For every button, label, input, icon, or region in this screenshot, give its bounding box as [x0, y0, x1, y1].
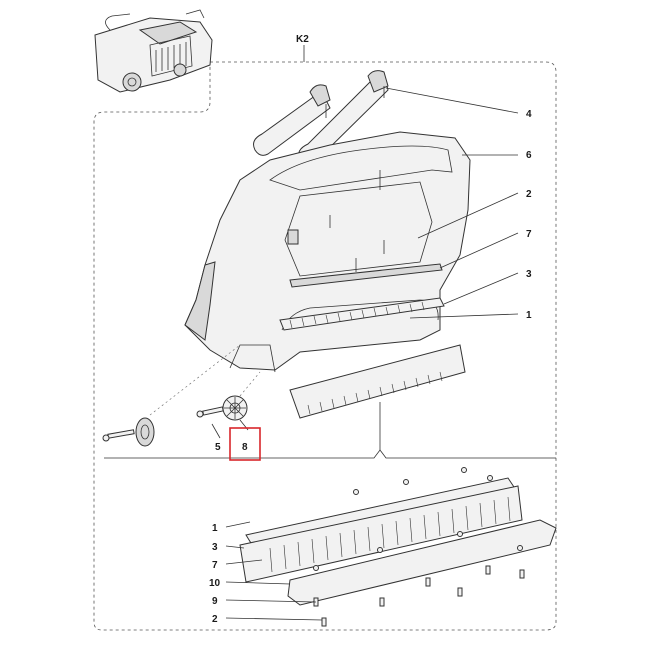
callout-7: 7 [526, 229, 532, 240]
roller-wheel [102, 417, 155, 447]
inner-strip-part-7 [289, 263, 443, 288]
machine-thumbnail [94, 9, 213, 93]
detail-strip-part-10 [287, 519, 557, 606]
callout-3: 3 [526, 269, 532, 280]
callout-6: 6 [526, 150, 532, 161]
callout-5: 5 [215, 442, 221, 453]
detail-blade-teeth [269, 496, 511, 573]
callout-2-lower: 2 [212, 614, 218, 625]
callout-1: 1 [526, 310, 532, 321]
inner-blade-teeth [289, 301, 425, 329]
detail-blade-3 [239, 485, 523, 583]
detail-fasteners [313, 467, 525, 627]
callout-7-lower: 7 [212, 560, 218, 571]
callout-3-lower: 3 [212, 542, 218, 553]
callout-1-lower: 1 [212, 523, 218, 534]
callout-9-lower: 9 [212, 596, 218, 607]
section-boundary [93, 61, 557, 631]
leader-lines [211, 87, 519, 621]
callout-8-highlight-box [229, 427, 261, 461]
callout-4: 4 [526, 109, 532, 120]
callout-8: 8 [242, 442, 248, 453]
handle-part-4 [253, 70, 389, 166]
section-label: K2 [296, 34, 309, 45]
wheel-part-8 [222, 395, 248, 421]
lower-blade-teeth [307, 371, 443, 415]
axle-pin-part-5 [196, 406, 224, 418]
lower-blade [289, 344, 466, 419]
callout-2: 2 [526, 189, 532, 200]
housing-part-6 [184, 131, 471, 373]
inner-blade-part-3 [279, 297, 445, 331]
callout-10-lower: 10 [209, 578, 221, 589]
